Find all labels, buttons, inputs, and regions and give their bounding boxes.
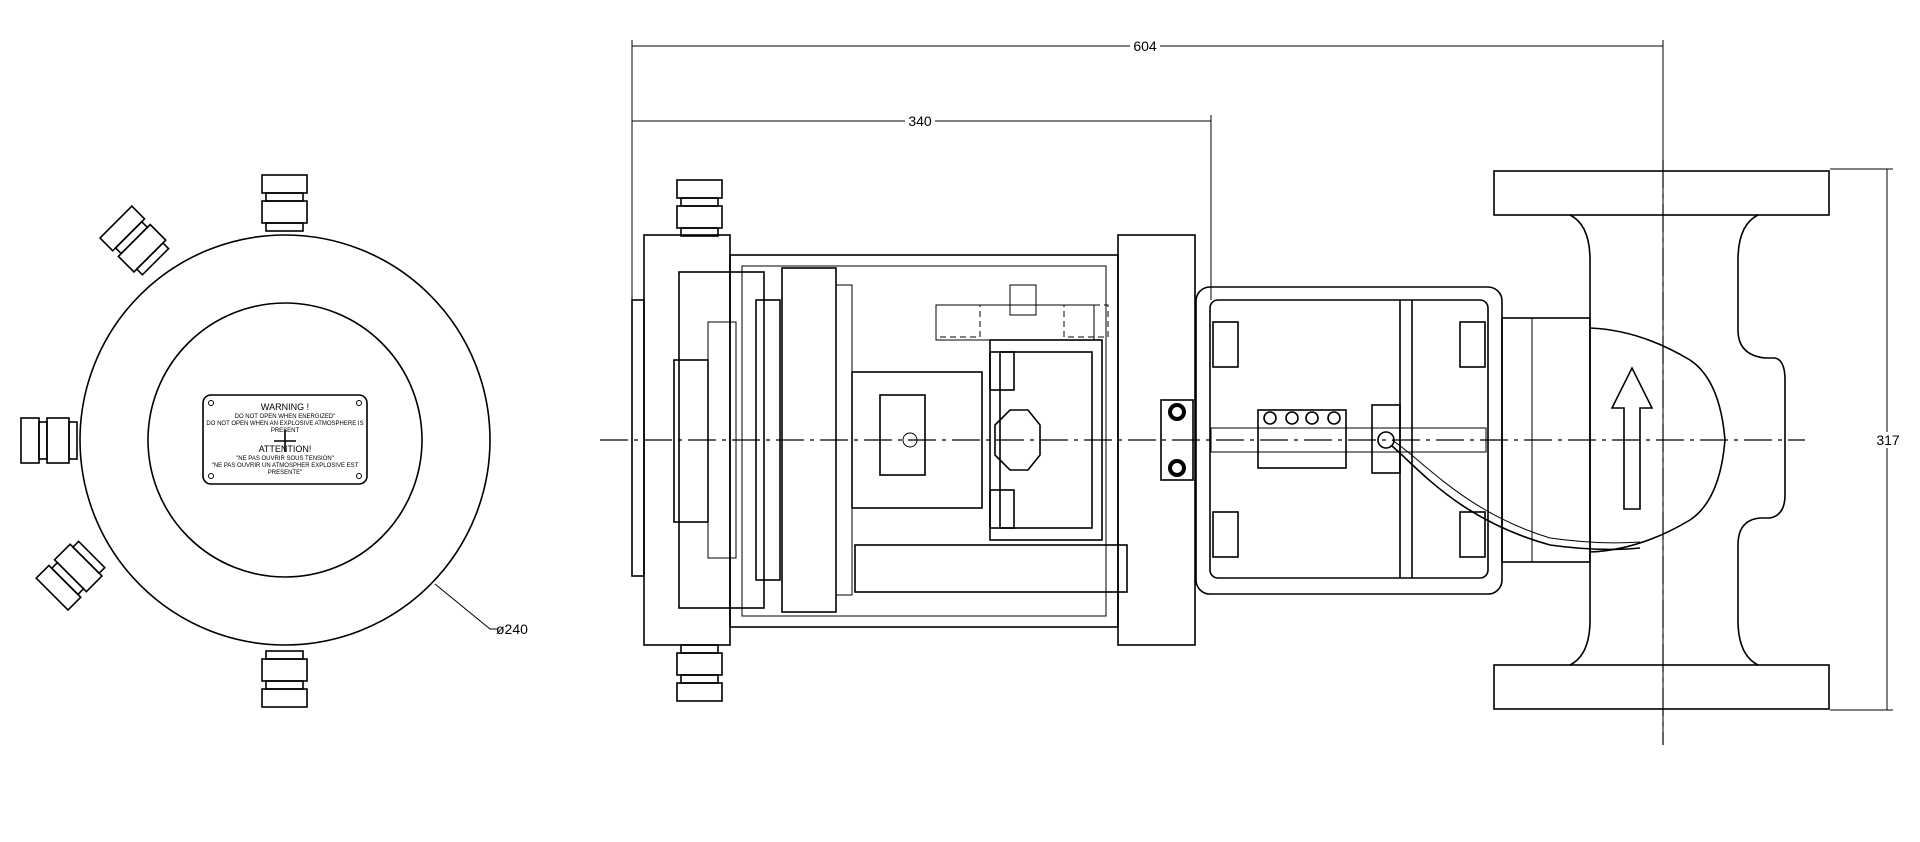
warning-plate: WARNING ! DO NOT OPEN WHEN ENERGIZED" DO… bbox=[202, 394, 368, 485]
end-view: WARNING ! DO NOT OPEN WHEN ENERGIZED" DO… bbox=[20, 174, 528, 708]
cable-gland-top bbox=[676, 179, 723, 237]
diameter-leader bbox=[434, 583, 498, 630]
cable-gland-bottom bbox=[676, 644, 723, 702]
attention-line-3: PRESENTE" bbox=[268, 470, 302, 476]
housing-outer-circle bbox=[79, 234, 491, 646]
attention-line-2: "NE PAS OUVRIR UN ATMOSPHER EXPLOSIVE ES… bbox=[212, 463, 359, 469]
yoke bbox=[1195, 286, 1641, 595]
housing-inner-circle bbox=[147, 302, 423, 578]
dimension-340: 340 bbox=[908, 113, 932, 129]
cable-gland-lower-left bbox=[35, 537, 109, 611]
feedback-cable bbox=[1391, 445, 1641, 551]
side-view: 604 340 317 bbox=[600, 37, 1902, 745]
dimension-317: 317 bbox=[1876, 432, 1900, 448]
bottom-flange bbox=[1493, 664, 1830, 710]
stem-coupling bbox=[1257, 409, 1347, 469]
warning-line-3: PRESENT bbox=[271, 428, 300, 434]
top-flange bbox=[1493, 170, 1830, 216]
warning-line-2: DO NOT OPEN WHEN AN EXPLOSIVE ATMOSPHERE… bbox=[206, 421, 363, 427]
cable-gland-top bbox=[261, 174, 308, 232]
attention-title: ATTENTION! bbox=[259, 444, 312, 454]
dimension-604: 604 bbox=[1133, 38, 1157, 54]
cable-gland-upper-left bbox=[99, 205, 173, 279]
cable-gland-left bbox=[20, 417, 78, 464]
diameter-label: ø240 bbox=[496, 621, 528, 637]
attention-line-1: "NE PAS OUVRIR SOUS TENSION" bbox=[236, 456, 334, 462]
warning-title: WARNING ! bbox=[261, 402, 309, 412]
cable-gland-bottom bbox=[261, 650, 308, 708]
flow-direction-arrow bbox=[1610, 366, 1654, 510]
warning-line-1: DO NOT OPEN WHEN ENERGIZED" bbox=[235, 414, 336, 420]
